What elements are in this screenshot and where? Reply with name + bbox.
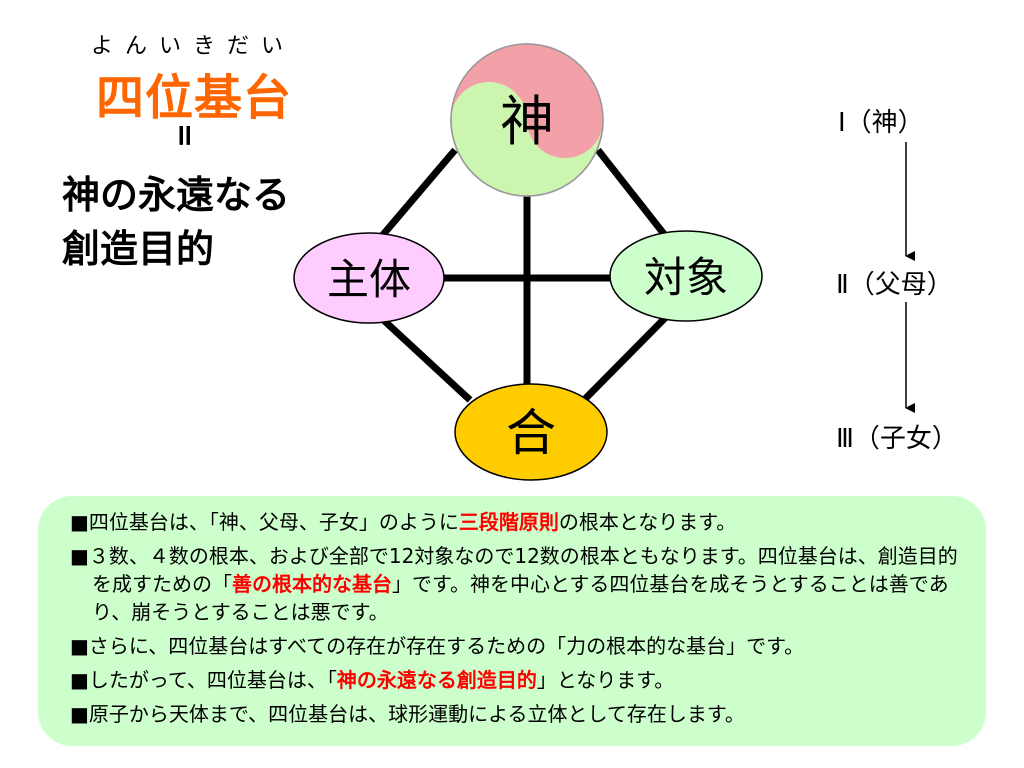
bullet-item: ■３数、４数の根本、および全部で12対象なので12数の根本ともなります。四位基台… (70, 544, 958, 624)
subtitle-line-2: 創造目的 (62, 227, 215, 271)
generation-second: Ⅱ（父母） (836, 270, 953, 300)
bullet-item: ■したがって、四位基台は、「神の永遠なる創造目的」となります。 (70, 668, 675, 692)
bullet-item: ■さらに、四位基台はすべての存在が存在するための「力の根本的な基台」です。 (70, 634, 805, 658)
highlight-text: 善の根本的な基台 (232, 572, 392, 596)
square-bullet-icon: ■ (70, 544, 89, 568)
four-position-diagram: 神 主体 対象 合 (293, 43, 915, 481)
object-label: 対象 (644, 253, 728, 302)
explanation-panel (38, 496, 986, 746)
square-bullet-icon: ■ (70, 510, 89, 534)
bullet-item: ■原子から天体まで、四位基台は、球形運動による立体として存在します。 (70, 702, 745, 726)
bullet-list: ■四位基台は、「神、父母、子女」のように三段階原則の根本となります。 ■３数、４… (70, 508, 960, 734)
line-subject-union (375, 312, 473, 403)
union-node: 合 (454, 383, 608, 481)
title-ruby: よんいきだい (90, 34, 295, 59)
object-node: 対象 (609, 230, 763, 322)
highlight-text: 神の永遠なる創造目的 (336, 668, 537, 692)
subtitle-line-1: 神の永遠なる (62, 173, 291, 217)
square-bullet-icon: ■ (70, 668, 89, 692)
bullet-item: ■四位基台は、「神、父母、子女」のように三段階原則の根本となります。 (70, 510, 737, 534)
generation-first: Ⅰ（神） (838, 108, 924, 138)
union-label: 合 (506, 404, 556, 462)
subject-label: 主体 (327, 255, 411, 304)
page-title: 四位基台 (95, 70, 292, 126)
subject-node: 主体 (293, 232, 445, 324)
square-bullet-icon: ■ (70, 634, 89, 658)
god-label: 神 (500, 90, 554, 153)
line-object-union (581, 312, 671, 403)
highlight-text: 三段階原則 (458, 510, 559, 534)
god-node: 神 (450, 43, 604, 197)
line-god-object (595, 147, 678, 251)
subtitle: 神の永遠なる 創造目的 (62, 168, 290, 276)
square-bullet-icon: ■ (70, 702, 89, 726)
generation-third: Ⅲ（子女） (836, 424, 958, 454)
